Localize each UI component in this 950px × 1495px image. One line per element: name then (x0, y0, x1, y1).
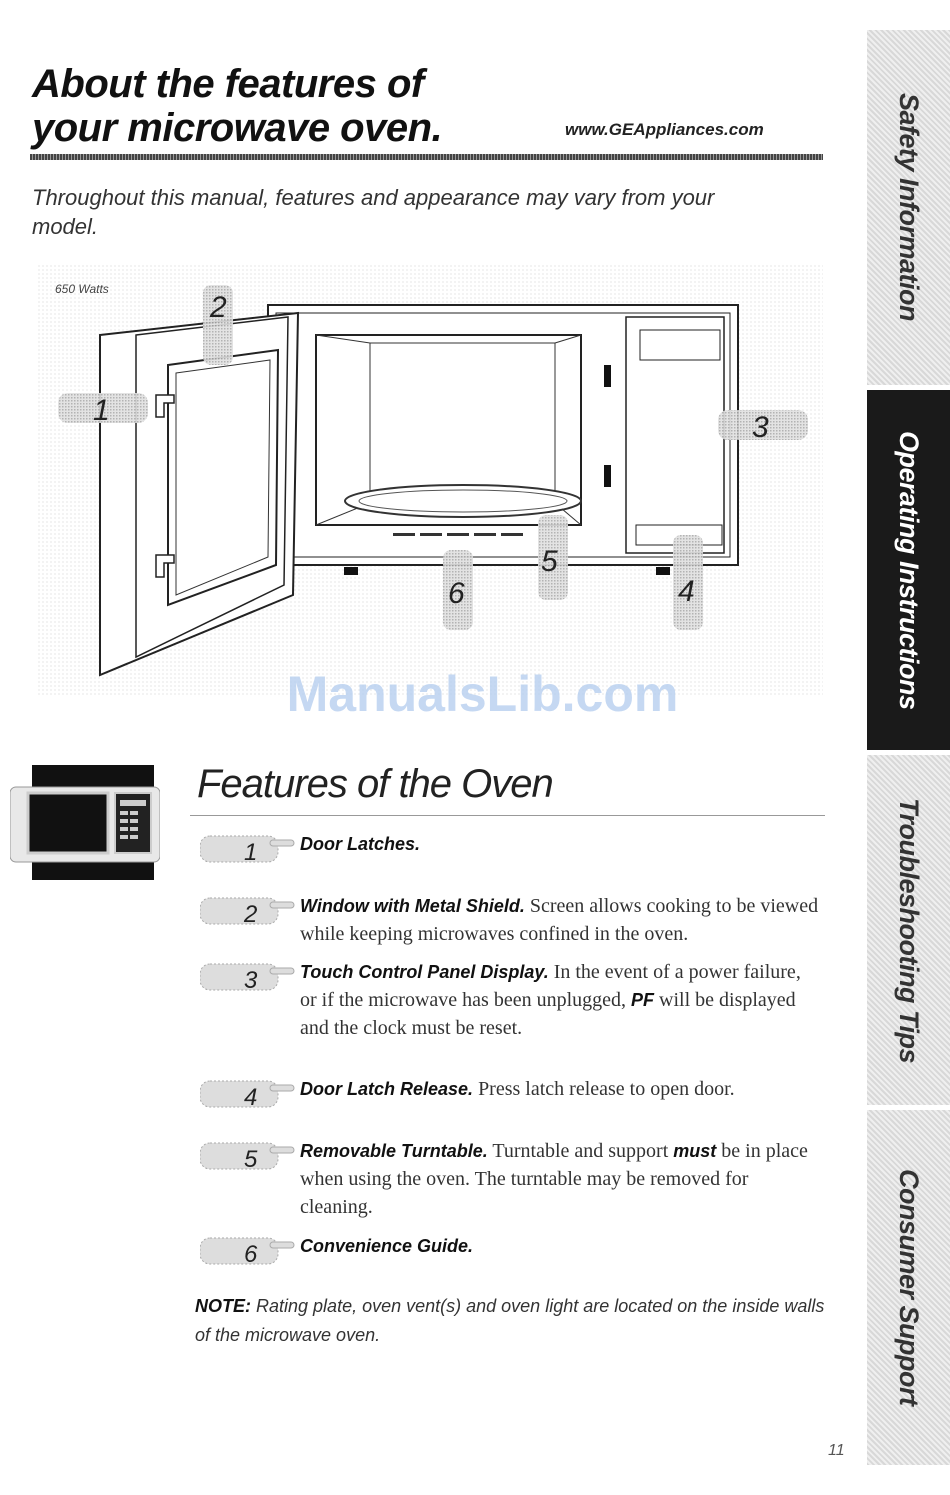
tab-label: Safety Information (894, 93, 924, 322)
website-link[interactable]: www.GEAppliances.com (565, 120, 764, 139)
feature-5-desc2: be in place when using the oven. The tur… (300, 1140, 808, 1218)
svg-text:6: 6 (244, 1241, 258, 1268)
callout-6: 6 (448, 577, 465, 610)
tab-label: Consumer Support (894, 1169, 924, 1406)
svg-text:5: 5 (244, 1146, 258, 1173)
tab-safety-information[interactable]: Safety Information (867, 30, 950, 385)
title-line-2: your microwave oven. (32, 106, 443, 150)
tab-label: Operating Instructions (894, 430, 924, 710)
feature-1-title: Door Latches. (300, 834, 421, 854)
note-text: Rating plate, oven vent(s) and oven ligh… (195, 1296, 825, 1345)
svg-text:3: 3 (244, 967, 258, 994)
title-line-1: About the features of (32, 62, 424, 106)
intro-text: Throughout this manual, features and app… (32, 185, 715, 239)
tab-consumer-support[interactable]: Consumer Support (867, 1110, 950, 1465)
pointing-hand-icon: 2 (200, 897, 295, 928)
microwave-illustration: 2 1 3 4 5 6 (38, 265, 823, 695)
page-number: 11 (828, 1442, 845, 1459)
feature-3-desc: In the event of a power failure, or if t… (300, 961, 801, 1011)
feature-5-title: Removable Turntable. (300, 1141, 488, 1161)
callout-1: 1 (93, 394, 110, 427)
feature-6-title: Convenience Guide. (300, 1236, 474, 1256)
callout-5: 5 (541, 545, 558, 578)
feature-5-desc: Turntable and support (492, 1140, 669, 1162)
callout-3: 3 (752, 411, 769, 444)
pointing-hand-icon: 5 (200, 1142, 295, 1173)
callout-4: 4 (678, 575, 695, 608)
svg-text:4: 4 (244, 1084, 257, 1111)
feature-3-title: Touch Control Panel Display. (300, 962, 549, 982)
pointing-hand-icon: 3 (200, 963, 295, 994)
feature-3-desc2: will be displayed and the clock must be … (300, 989, 796, 1039)
features-heading: Features of the Oven (197, 762, 554, 806)
feature-4-title: Door Latch Release. (300, 1079, 474, 1099)
svg-text:1: 1 (244, 839, 257, 866)
feature-2-desc: Screen allows cooking to be viewed while… (300, 895, 819, 945)
svg-text:2: 2 (243, 901, 257, 928)
tab-operating-instructions[interactable]: Operating Instructions (867, 390, 950, 750)
feature-4-desc: Press latch release to open door. (478, 1078, 735, 1100)
page-title: About the features of your microwave ove… (32, 62, 443, 150)
feature-2-title: Window with Metal Shield. (300, 896, 525, 916)
pointing-hand-icon: 4 (200, 1080, 295, 1111)
watermark: ManualsLib.com (286, 666, 679, 722)
pointing-hand-icon: 1 (200, 835, 295, 866)
header-rule (30, 154, 823, 160)
note-label: NOTE: (195, 1296, 251, 1316)
tab-troubleshooting-tips[interactable]: Troubleshooting Tips (867, 755, 950, 1105)
tab-label: Troubleshooting Tips (894, 797, 924, 1063)
feature-3-pf: PF (631, 990, 655, 1010)
note: NOTE: Rating plate, oven vent(s) and ove… (195, 1292, 825, 1350)
feature-5-must: must (673, 1141, 717, 1161)
wattage-label: 650 Watts (55, 282, 109, 296)
callout-2: 2 (209, 291, 227, 324)
microwave-thumbnail-icon (10, 765, 160, 880)
features-rule (190, 815, 825, 816)
pointing-hand-icon: 6 (200, 1237, 295, 1268)
